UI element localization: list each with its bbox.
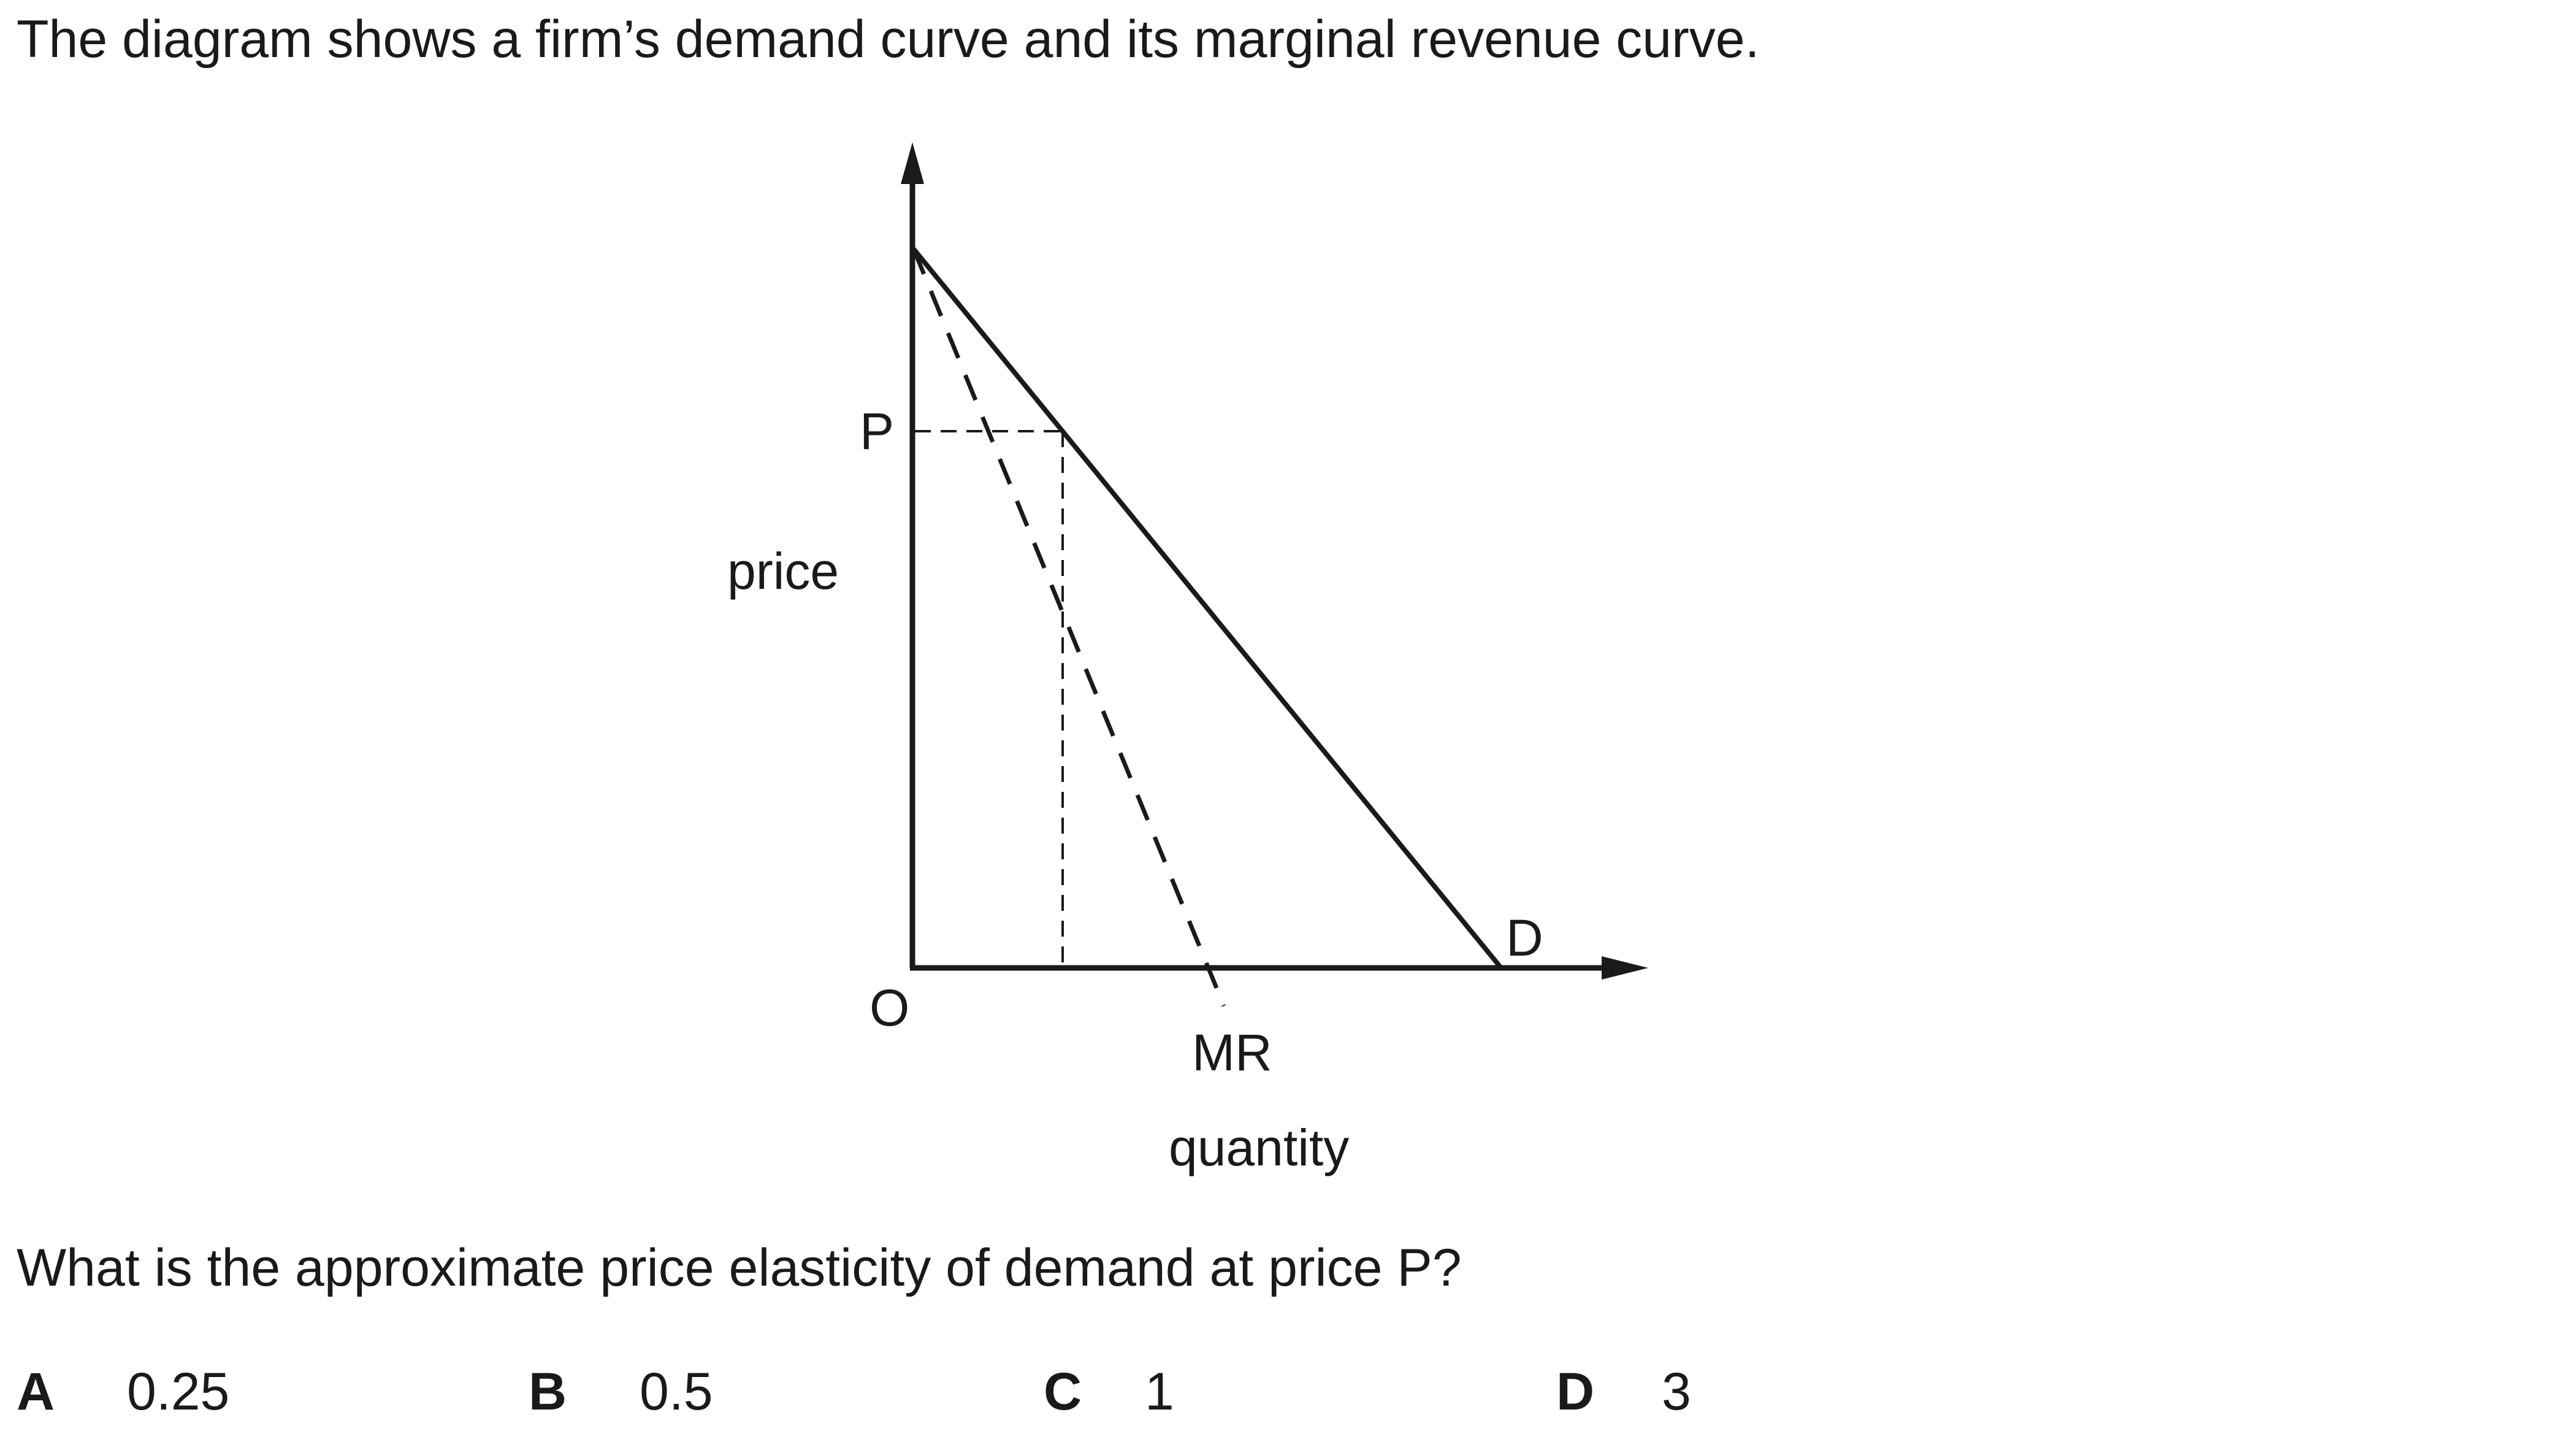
marginal-revenue-curve [911, 248, 1226, 1007]
question-intro: The diagram shows a firm’s demand curve … [17, 10, 1760, 69]
x-axis-arrowhead [1602, 956, 1648, 980]
option-b-value: 0.5 [640, 1362, 713, 1421]
option-d-letter: D [1556, 1362, 1595, 1421]
mr-curve-label: MR [1192, 1024, 1272, 1081]
x-axis-label: quantity [1169, 1119, 1349, 1176]
option-c-letter: C [1044, 1362, 1082, 1421]
option-b-letter: B [529, 1362, 567, 1421]
demand-curve [911, 247, 1504, 970]
option-d-value: 3 [1662, 1362, 1691, 1421]
option-a-letter: A [17, 1362, 55, 1421]
y-axis-arrowhead [901, 142, 924, 184]
demand-curve-label: D [1506, 909, 1543, 967]
option-c-value: 1 [1145, 1362, 1174, 1421]
origin-label: O [869, 979, 909, 1037]
option-a-value: 0.25 [127, 1362, 230, 1421]
price-marker-label: P [860, 402, 894, 460]
y-axis-label: price [727, 542, 839, 600]
question-prompt: What is the approximate price elasticity… [17, 1238, 1462, 1297]
